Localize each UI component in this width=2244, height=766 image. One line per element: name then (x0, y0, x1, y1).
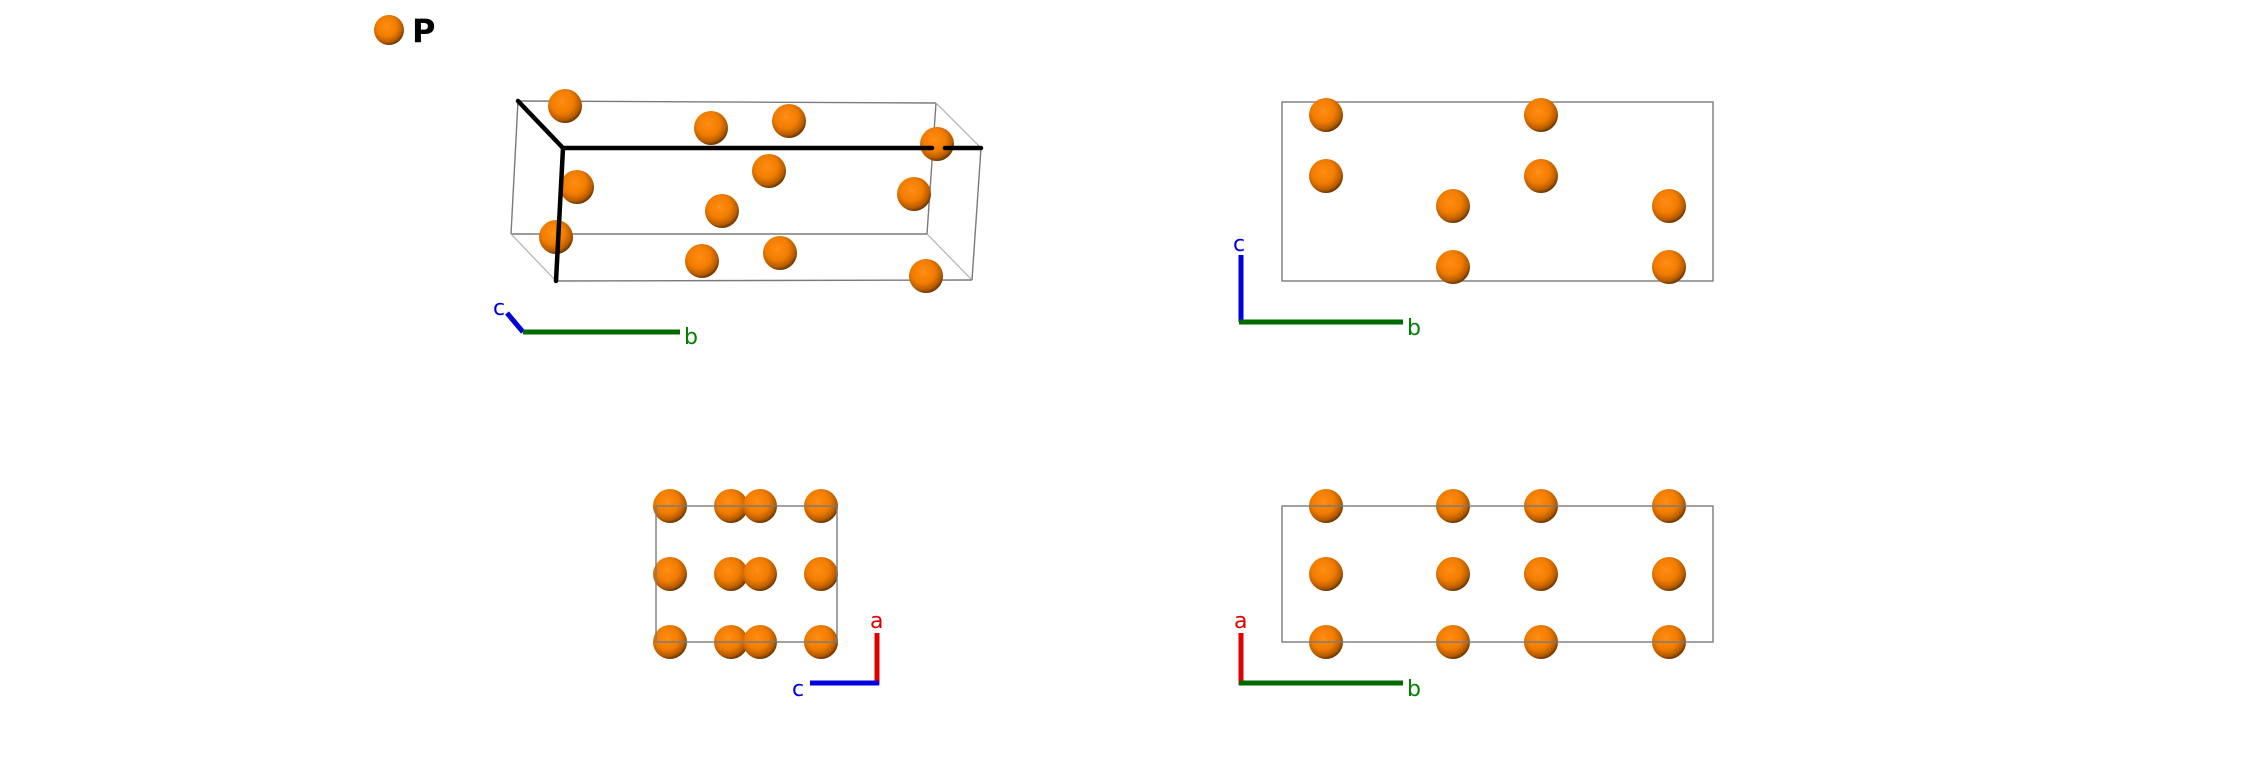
axis-b-label: b (684, 325, 698, 350)
legend-atom-icon (374, 15, 404, 45)
phosphorus-atom (1436, 189, 1470, 223)
atoms-along-b (653, 489, 838, 659)
phosphorus-atom (743, 557, 777, 591)
panel-along-a: c b (1233, 98, 1714, 341)
axis-c-label: c (493, 296, 505, 321)
cell-edge (510, 233, 557, 282)
axis-b-label: b (1407, 316, 1421, 341)
phosphorus-atom (804, 557, 838, 591)
axis-c-label: c (1233, 232, 1245, 257)
phosphorus-atom (539, 220, 573, 254)
phosphorus-atom (1309, 159, 1343, 193)
phosphorus-atom (1652, 189, 1686, 223)
phosphorus-atom (653, 557, 687, 591)
unit-cell-origin-edges (515, 98, 984, 284)
axis-indicator: c b (1233, 232, 1421, 341)
phosphorus-atom (548, 89, 582, 123)
cell-edge-a (515, 98, 566, 151)
phosphorus-atom (772, 104, 806, 138)
cell-edge (926, 102, 937, 235)
unit-cell (1281, 505, 1714, 643)
cell-edge (926, 233, 973, 281)
cell-edge (935, 102, 982, 149)
phosphorus-atom (897, 177, 931, 211)
phosphorus-atom (560, 170, 594, 204)
phosphorus-atom (920, 127, 954, 161)
phosphorus-atom (705, 194, 739, 228)
cell-edge (517, 100, 937, 104)
phosphorus-atom (1652, 557, 1686, 591)
panel-perspective: c b (493, 89, 984, 350)
atoms-along-c (1309, 489, 1686, 659)
cell-edge (555, 279, 973, 282)
phosphorus-atom (1436, 250, 1470, 284)
cell-edge (510, 100, 519, 235)
unit-cell (1281, 101, 1714, 282)
unit-cell (655, 505, 838, 643)
axis-indicator: a b (1234, 609, 1421, 702)
axis-indicator: c b (493, 296, 698, 350)
phosphorus-atom (685, 244, 719, 278)
phosphorus-atom (694, 111, 728, 145)
phosphorus-atom (752, 154, 786, 188)
axis-b-label: b (1407, 677, 1421, 702)
axis-c-label: c (792, 677, 804, 702)
axis-a-label: a (870, 609, 883, 634)
atoms-along-a (1309, 98, 1686, 284)
phosphorus-atom (1309, 557, 1343, 591)
legend: P (374, 12, 435, 50)
legend-element-label: P (412, 12, 435, 50)
phosphorus-atom (1524, 98, 1558, 132)
phosphorus-atom (1652, 250, 1686, 284)
phosphorus-atom (1436, 557, 1470, 591)
phosphorus-atom (1524, 159, 1558, 193)
phosphorus-atom (714, 557, 748, 591)
panel-along-c: a b (1234, 489, 1714, 702)
cell-edge (971, 147, 982, 281)
unit-cell-back (510, 100, 982, 282)
phosphorus-atom (909, 259, 943, 293)
axis-indicator: a c (792, 609, 883, 702)
phosphorus-atom (763, 236, 797, 270)
phosphorus-atom (1309, 98, 1343, 132)
phosphorus-atom (1524, 557, 1558, 591)
axis-c-line (505, 311, 525, 334)
panel-along-b: a c (653, 489, 883, 702)
axis-a-label: a (1234, 609, 1247, 634)
cell-edge-c (553, 145, 566, 284)
atoms-perspective (539, 89, 954, 293)
